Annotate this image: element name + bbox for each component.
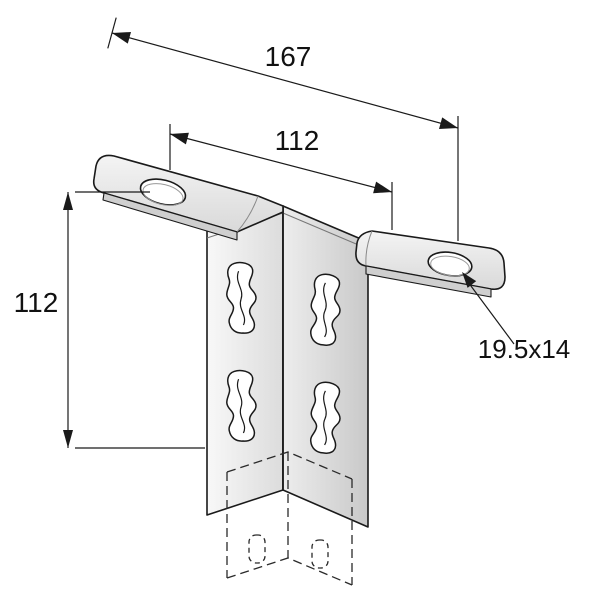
strut-vertical-edges bbox=[226, 452, 353, 585]
left-flange-bend-crease bbox=[236, 195, 259, 233]
arrowhead-icon bbox=[462, 272, 477, 288]
bracket-body bbox=[92, 154, 506, 528]
right-flange bbox=[355, 230, 506, 298]
arrowhead-icon bbox=[170, 132, 189, 145]
left-flange bbox=[92, 154, 284, 241]
leader-line bbox=[467, 281, 515, 345]
dimension-label-hole-spacing: 112 bbox=[275, 125, 320, 156]
dimension-label-height: 112 bbox=[14, 287, 59, 318]
right-flange-thickness-edge bbox=[365, 265, 492, 298]
butterfly-slot bbox=[224, 368, 259, 443]
channel-left-face bbox=[206, 205, 284, 516]
slot-size-label: 19.5x14 bbox=[478, 334, 571, 364]
strut-top-edges bbox=[226, 451, 353, 480]
left-flange-thickness-edge bbox=[102, 192, 238, 241]
dimension-label-overall-span: 167 bbox=[265, 41, 312, 72]
arrowhead-icon bbox=[439, 117, 458, 129]
dimension-line bbox=[169, 133, 393, 193]
strut-slot-left bbox=[248, 534, 266, 564]
slot-size-callout bbox=[462, 272, 515, 345]
strut-bottom-edges bbox=[226, 557, 353, 586]
dimension-line bbox=[111, 32, 459, 129]
strut-slot-right bbox=[311, 539, 329, 569]
arrowhead-icon bbox=[373, 181, 392, 194]
hidden-strut-outline bbox=[226, 451, 353, 586]
arrowhead-icon bbox=[63, 192, 73, 210]
right-flange-bend-crease bbox=[365, 230, 373, 267]
arrowhead-icon bbox=[112, 32, 131, 44]
dimension-height bbox=[63, 191, 205, 449]
arrowhead-icon bbox=[63, 430, 73, 448]
dimension-hole-spacing bbox=[169, 124, 393, 230]
dimension-overall-span bbox=[107, 17, 459, 241]
left-flange-hole-inner-edge bbox=[142, 183, 184, 206]
right-flange-hole-inner-edge bbox=[430, 255, 470, 277]
butterfly-slot bbox=[224, 260, 259, 335]
